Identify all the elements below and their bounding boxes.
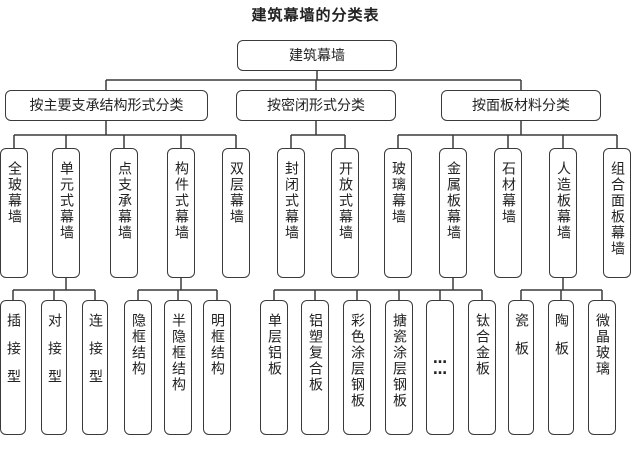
category-node: 单元式幕墙	[52, 148, 80, 278]
category-node: 金属板幕墙	[439, 148, 467, 278]
root-label: 建筑幕墙	[289, 47, 345, 64]
category-node: 组合面板幕墙	[603, 148, 631, 278]
category-node: 开放式幕墙	[331, 148, 359, 278]
subtype-node: 插接型	[0, 300, 26, 435]
subtype-node: 半隐框结构	[164, 300, 192, 435]
category-node: 石材幕墙	[494, 148, 522, 278]
subtype-node: 单层铝板	[260, 300, 288, 435]
subtype-node: 对接型	[41, 300, 67, 435]
group-node-panel-material: 按面板材料分类	[441, 90, 601, 121]
subtype-node: 连接型	[82, 300, 108, 435]
group-node-structure: 按主要支承结构形式分类	[5, 90, 208, 121]
subtype-node-ellipsis: ……	[426, 300, 454, 435]
subtype-node: 明框结构	[203, 300, 231, 435]
group-node-sealing: 按密闭形式分类	[236, 90, 396, 121]
group-label: 按密闭形式分类	[267, 97, 365, 114]
subtype-node: 彩色涂层钢板	[343, 300, 371, 435]
subtype-node: 微晶玻璃	[588, 300, 616, 435]
category-node: 玻璃幕墙	[384, 148, 412, 278]
subtype-node: 隐框结构	[124, 300, 152, 435]
category-node: 点支承幕墙	[110, 148, 138, 278]
subtype-node: 钛合金板	[468, 300, 496, 435]
subtype-node: 搪瓷涂层钢板	[385, 300, 413, 435]
subtype-node: 铝塑复合板	[301, 300, 329, 435]
subtype-node: 陶板	[548, 300, 574, 435]
diagram-title: 建筑幕墙的分类表	[251, 6, 380, 24]
category-node: 全玻幕墙	[0, 148, 28, 278]
category-node: 人造板幕墙	[549, 148, 577, 278]
subtype-node: 瓷板	[508, 300, 534, 435]
category-node: 构件式幕墙	[167, 148, 195, 278]
group-label: 按面板材料分类	[472, 97, 570, 114]
group-label: 按主要支承结构形式分类	[29, 97, 184, 114]
root-node: 建筑幕墙	[237, 40, 397, 71]
category-node: 封闭式幕墙	[277, 148, 305, 278]
category-node: 双层幕墙	[222, 148, 250, 278]
